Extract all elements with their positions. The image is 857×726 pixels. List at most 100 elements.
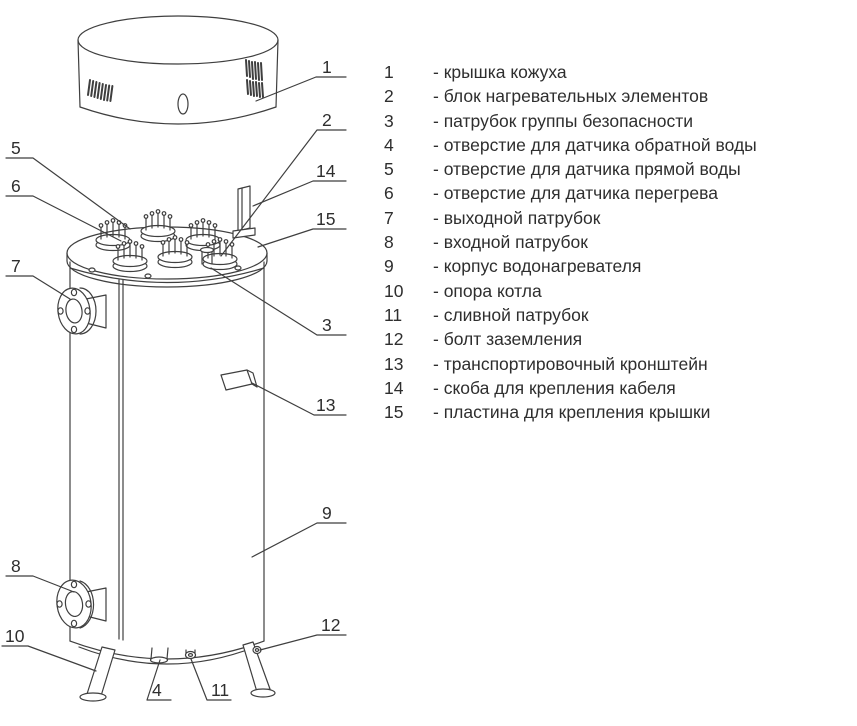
- callout-13: 13: [251, 382, 347, 416]
- legend-row: 11 - сливной патрубок: [384, 303, 757, 327]
- svg-text:8: 8: [11, 556, 21, 576]
- support-legs-drawing: [79, 641, 276, 702]
- legend-item-text: - пластина для крепления крышки: [433, 402, 711, 423]
- legend-item-text: - патрубок группы безопасности: [433, 110, 693, 131]
- svg-text:1: 1: [322, 57, 332, 77]
- callout-12: 12: [259, 615, 347, 651]
- legend-row: 13 - транспортировочный кронштейн: [384, 352, 757, 376]
- legend-item-number: 9: [384, 256, 394, 277]
- cable-bracket-drawing: [232, 185, 256, 239]
- callout-3: 3: [210, 267, 347, 336]
- parts-legend: 1 - крышка кожуха 2 - блок нагревательны…: [384, 60, 757, 424]
- legend-item-number: 4: [384, 134, 394, 155]
- callout-1: 1: [255, 57, 347, 102]
- legend-row: 14 - скоба для крепления кабеля: [384, 376, 757, 400]
- svg-text:5: 5: [11, 138, 21, 158]
- callout-14: 14: [252, 161, 347, 207]
- safety-group-stub-drawing: [199, 246, 215, 265]
- legend-item-text: - отверстие для датчика обратной воды: [433, 134, 757, 155]
- legend-row: 9 - корпус водонагревателя: [384, 254, 757, 278]
- callout-4: 4: [146, 659, 172, 701]
- flange-bolt-hole: [70, 619, 78, 628]
- flange-bolt-hole: [85, 600, 92, 608]
- svg-text:4: 4: [152, 680, 162, 700]
- legend-item-number: 8: [384, 232, 394, 253]
- cover-lid-drawing: [77, 15, 279, 125]
- legend-item-number: 12: [384, 329, 404, 350]
- legend-row: 12 - болт заземления: [384, 327, 757, 351]
- flange-bolt: [88, 267, 96, 273]
- legend-row: 4 - отверстие для датчика обратной воды: [384, 133, 757, 157]
- heater-blocks-drawing: [88, 209, 242, 279]
- svg-text:2: 2: [322, 110, 332, 130]
- legend-item-text: - отверстие для датчика перегрева: [433, 183, 718, 204]
- svg-text:14: 14: [316, 161, 336, 181]
- callout-2: 2: [220, 110, 347, 257]
- flange-bolt-hole: [84, 307, 91, 315]
- legend-item-text: - выходной патрубок: [433, 207, 601, 228]
- callout-7: 7: [5, 256, 71, 300]
- flange-bolt-hole: [70, 325, 78, 334]
- legend-item-text: - опора котла: [433, 280, 542, 301]
- legend-row: 7 - выходной патрубок: [384, 206, 757, 230]
- legend-item-text: - корпус водонагревателя: [433, 256, 642, 277]
- legend-row: 15 - пластина для крепления крышки: [384, 400, 757, 424]
- drain-stub: [184, 650, 197, 660]
- flange-bolt: [234, 265, 242, 271]
- legend-item-text: - крышка кожуха: [433, 62, 567, 82]
- svg-text:15: 15: [316, 209, 335, 229]
- legend-item-text: - болт заземления: [433, 329, 583, 350]
- svg-text:9: 9: [322, 503, 332, 523]
- svg-text:3: 3: [322, 315, 332, 335]
- legend-item-number: 7: [384, 207, 394, 228]
- callout-11: 11: [190, 658, 232, 701]
- callout-5: 5: [5, 138, 131, 230]
- legend-row: 6 - отверстие для датчика перегрева: [384, 181, 757, 205]
- legend-row: 3 - патрубок группы безопасности: [384, 109, 757, 133]
- svg-text:10: 10: [5, 626, 25, 646]
- inlet-pipe-drawing: [56, 579, 107, 629]
- flange-bolt-hole: [70, 288, 78, 297]
- legend-item-number: 3: [384, 110, 394, 131]
- legend-item-text: - скоба для крепления кабеля: [433, 377, 676, 398]
- callout-8: 8: [5, 556, 75, 593]
- callout-15: 15: [257, 209, 347, 248]
- svg-text:7: 7: [11, 256, 21, 276]
- flange-bolt: [144, 273, 152, 279]
- callouts: 1 2 14 15 5 6: [1, 57, 347, 701]
- legend-row: 1 - крышка кожуха: [384, 60, 757, 84]
- legend-item-number: 14: [384, 377, 404, 398]
- legend-item-text: - сливной патрубок: [433, 304, 589, 325]
- legend-row: 10 - опора котла: [384, 279, 757, 303]
- callout-10: 10: [1, 626, 97, 672]
- callout-6: 6: [5, 176, 122, 242]
- legend-row: 2 - блок нагревательных элементов: [384, 84, 757, 108]
- vent-slots-left: [87, 79, 114, 102]
- legend-item-number: 5: [384, 159, 394, 180]
- legend-item-number: 11: [384, 304, 403, 325]
- flange-bolt-hole: [70, 580, 78, 589]
- legend-item-number: 6: [384, 183, 394, 204]
- svg-text:13: 13: [316, 395, 335, 415]
- cover-hole: [177, 93, 189, 115]
- svg-text:12: 12: [321, 615, 340, 635]
- svg-text:6: 6: [11, 176, 21, 196]
- legend-item-text: - отверстие для датчика прямой воды: [433, 159, 741, 180]
- legend-item-number: 10: [384, 280, 404, 301]
- legend-item-number: 13: [384, 353, 404, 374]
- legend-item-text: - транспортировочный кронштейн: [433, 353, 708, 374]
- legend-row: 8 - входной патрубок: [384, 230, 757, 254]
- legend-row: 5 - отверстие для датчика прямой воды: [384, 157, 757, 181]
- callout-9: 9: [251, 503, 347, 558]
- flange-bolt-hole: [57, 307, 64, 315]
- legend-item-number: 2: [384, 86, 394, 107]
- svg-text:11: 11: [211, 680, 229, 700]
- legend-item-number: 1: [384, 62, 394, 82]
- legend-item-number: 15: [384, 402, 404, 423]
- vent-slots-right: [245, 59, 264, 98]
- transport-bracket-drawing: [220, 369, 258, 391]
- outlet-pipe-drawing: [57, 287, 107, 335]
- legend-item-text: - блок нагревательных элементов: [433, 86, 709, 107]
